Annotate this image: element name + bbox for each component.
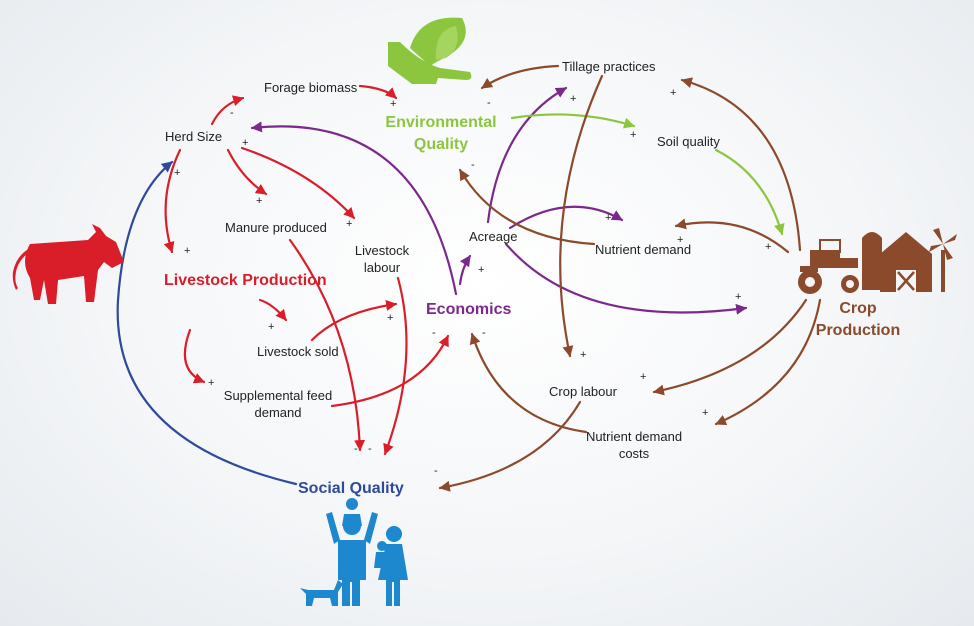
node-livestock-sold: Livestock sold [257, 344, 339, 359]
sign-livestock-sold: + [268, 321, 275, 333]
sign-env-nutrient: - [471, 159, 475, 171]
sign-crop-soil: + [765, 241, 772, 253]
node-livestock-labour: Livestock labour [354, 243, 410, 275]
tractor-and-barn-icon [798, 228, 957, 294]
arrow-nutrient-costs-to-economics [469, 332, 588, 434]
node-herd-size: Herd Size [165, 129, 223, 144]
arrow-herd-to-manure [226, 148, 268, 196]
sign-env-tillage: - [487, 97, 491, 109]
sign-crop-tillage: + [670, 87, 677, 99]
arrow-crop-labour-to-social [438, 400, 582, 492]
sign-manure: + [256, 195, 263, 207]
arrow-economics-to-acreage [458, 254, 472, 286]
hub-economics: Economics [426, 301, 512, 318]
sign-herd-econ: + [242, 137, 249, 149]
arrow-acreage-to-crop [504, 242, 748, 315]
sign-crop-acreage: + [735, 291, 742, 303]
sign-herd-livestock: + [174, 167, 181, 179]
sign-crop-labour-tillage: + [580, 349, 587, 361]
sign-livestock-labour: + [346, 218, 353, 230]
arrow-crop-to-nutrient [674, 218, 790, 254]
arrow-livestock-to-sold [258, 298, 288, 322]
sign-social-manure: - [354, 443, 358, 455]
sign-econ-left: - [432, 327, 436, 339]
arrow-tillage-to-environment [480, 64, 560, 90]
sign-costs-crop: + [702, 407, 709, 419]
hand-with-leaves-icon [388, 17, 472, 84]
hub-crop-production: Crop Production [815, 300, 901, 339]
arrow-supplemental-to-economics [330, 334, 450, 408]
hub-social-quality: Social Quality [298, 480, 404, 497]
node-acreage: Acreage [469, 229, 518, 244]
family-icon [300, 498, 408, 606]
arrow-crop-to-nutrient-costs [714, 298, 822, 426]
arrow-environment-to-soil [510, 113, 636, 129]
sign-nutrient-crop: + [677, 234, 684, 246]
node-crop-labour: Crop labour [549, 384, 617, 399]
arrow-livestock-labour-to-social [383, 276, 408, 456]
arrow-crop-to-crop-labour [652, 298, 808, 396]
node-nutrient-demand-costs: Nutrient demand costs [585, 429, 683, 461]
sign-tillage-acreage: + [570, 93, 577, 105]
arrow-manure-to-social [288, 238, 366, 452]
arrow-social-to-herd [116, 160, 298, 486]
sign-supplemental: + [208, 377, 215, 389]
sign-herd-forage: - [230, 107, 234, 119]
cow-icon [12, 224, 124, 304]
sign-nutrient-acreage: + [605, 212, 612, 224]
node-nutrient-demand: Nutrient demand [595, 242, 692, 257]
node-tillage-practices: Tillage practices [562, 59, 656, 74]
sign-forage-env: + [390, 98, 397, 110]
arrow-sold-to-livestock-labour [310, 299, 398, 342]
arrow-crop-to-tillage [680, 77, 802, 252]
arrow-nutrient-to-environment [458, 168, 596, 246]
node-soil-quality: Soil quality [657, 134, 720, 149]
arrow-livestock-to-supplemental [183, 328, 206, 384]
sign-sold-labour: + [387, 312, 394, 324]
sign-social-crop-labour: - [434, 465, 438, 477]
arrow-herd-to-livestock-production [163, 148, 182, 254]
arrow-acreage-to-nutrient [508, 205, 624, 230]
arrow-herd-to-livestock-labour [240, 146, 356, 220]
sign-livestock-production: + [184, 245, 191, 257]
hub-livestock-production: Livestock Production [164, 272, 327, 289]
node-forage-biomass: Forage biomass [264, 80, 358, 95]
arrow-herd-to-forage [210, 95, 245, 126]
node-supplemental-feed-demand: Supplemental feed demand [223, 388, 333, 420]
arrow-soil-to-crop [714, 148, 785, 236]
arrow-acreage-to-tillage [486, 86, 568, 224]
sign-econ-right: - [482, 327, 486, 339]
arrow-forage-to-environment [358, 84, 398, 100]
sign-crop-labour-crop: + [640, 371, 647, 383]
hub-environmental-quality: Environmental Quality [385, 114, 497, 153]
node-manure-produced: Manure produced [225, 220, 327, 235]
sign-econ-acreage: + [478, 264, 485, 276]
sign-social-labour: - [368, 443, 372, 455]
sign-soil: + [630, 129, 637, 141]
arrow-economics-to-herd [250, 121, 458, 296]
arrow-tillage-to-crop-labour [559, 74, 604, 358]
